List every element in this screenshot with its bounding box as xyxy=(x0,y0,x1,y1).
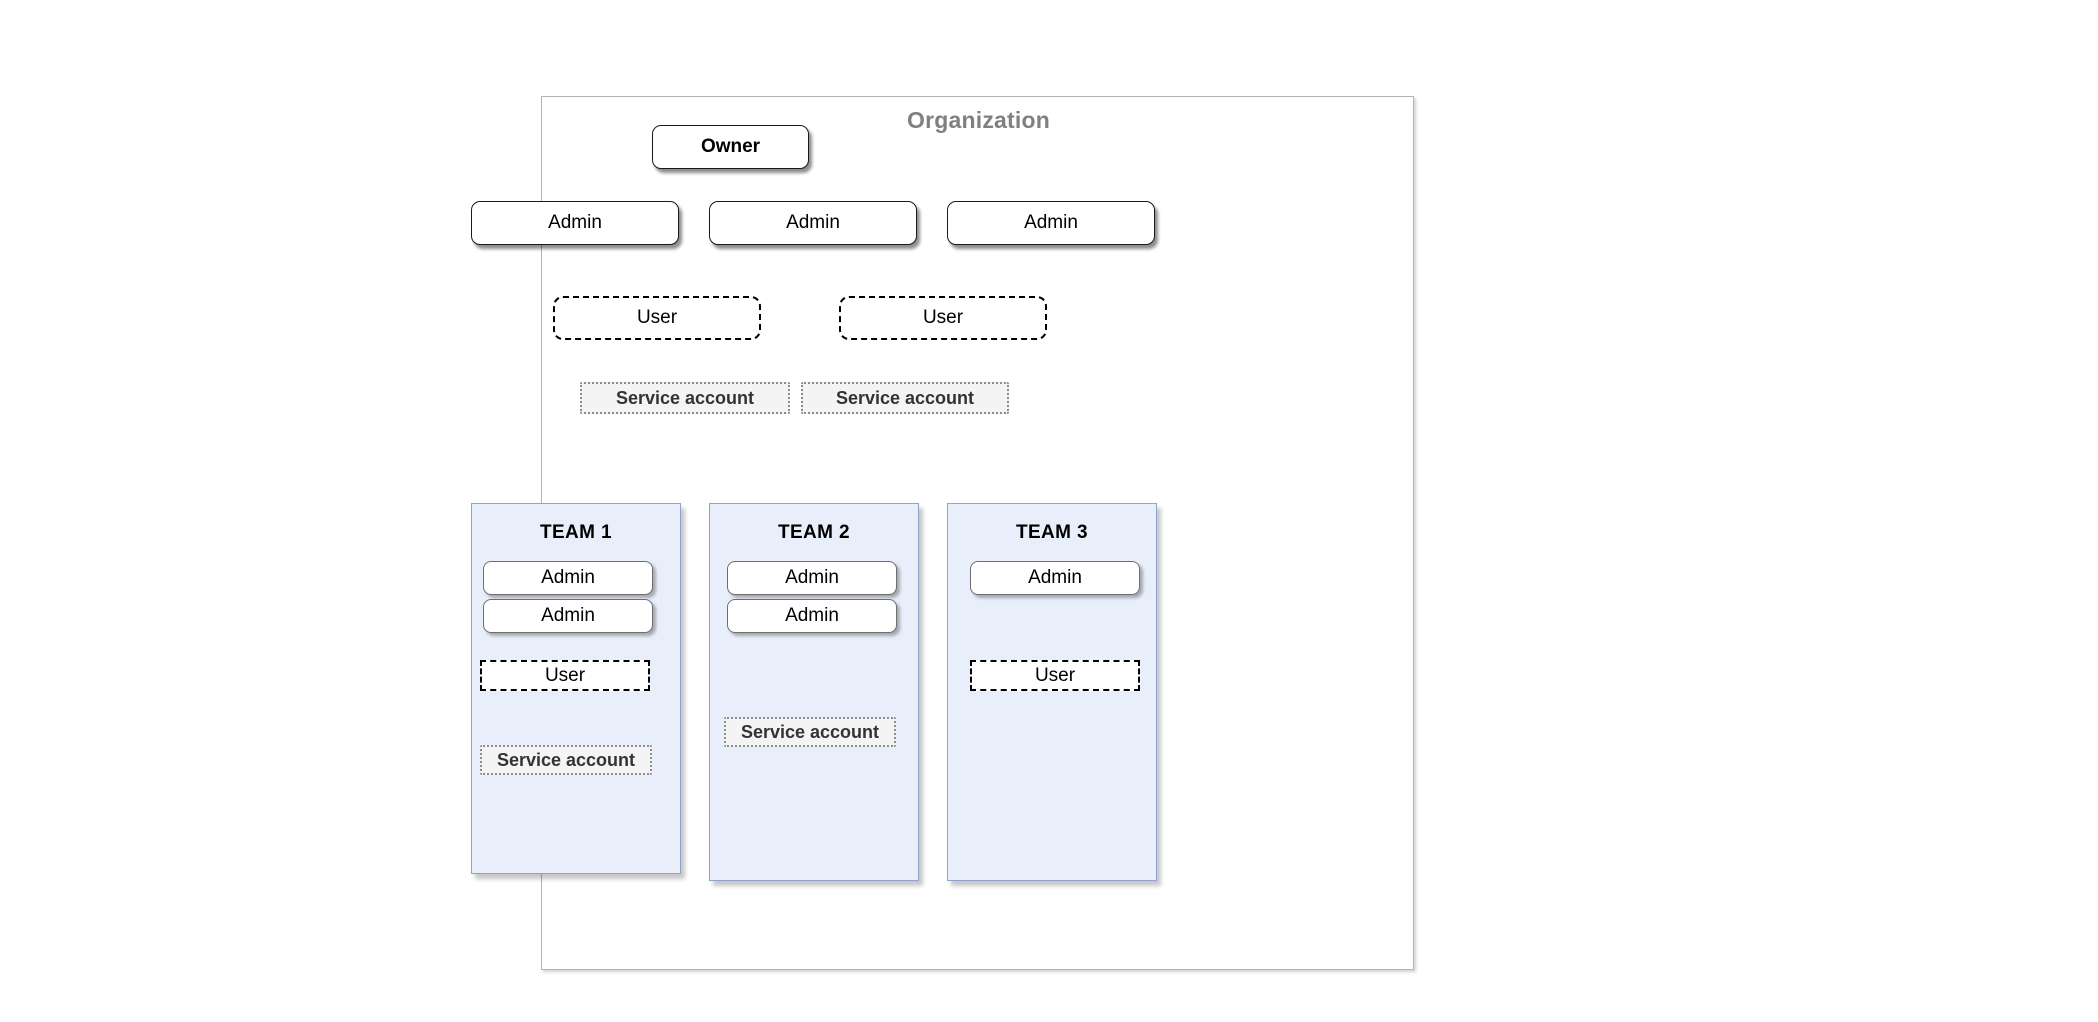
org-user-node-1[interactable]: User xyxy=(553,296,761,340)
team-1-user-node-1[interactable]: User xyxy=(480,660,650,691)
team-3-admin-node-1[interactable]: Admin xyxy=(970,561,1140,595)
team-1-title: TEAM 1 xyxy=(539,522,613,543)
team-1-service-account-node-1[interactable]: Service account xyxy=(480,745,652,775)
team-2-service-account-node-1[interactable]: Service account xyxy=(724,717,896,747)
team-2-admin-node-2[interactable]: Admin xyxy=(727,599,897,633)
org-service-account-node-1[interactable]: Service account xyxy=(580,382,790,414)
org-user-node-2[interactable]: User xyxy=(839,296,1047,340)
team-1-admin-node-2[interactable]: Admin xyxy=(483,599,653,633)
team-panel-3: TEAM 3 Admin User xyxy=(947,503,1157,881)
team-3-title: TEAM 3 xyxy=(1015,522,1089,543)
org-service-account-node-2[interactable]: Service account xyxy=(801,382,1009,414)
org-admin-node-1[interactable]: Admin xyxy=(471,201,679,245)
owner-node[interactable]: Owner xyxy=(652,125,809,169)
organization-container: Organization Owner Admin Admin Admin Use… xyxy=(471,96,1414,970)
org-admin-node-2[interactable]: Admin xyxy=(709,201,917,245)
org-admin-node-3[interactable]: Admin xyxy=(947,201,1155,245)
team-1-admin-node-1[interactable]: Admin xyxy=(483,561,653,595)
team-panel-2: TEAM 2 Admin Admin Service account xyxy=(709,503,919,881)
team-2-title: TEAM 2 xyxy=(777,522,851,543)
team-3-user-node-1[interactable]: User xyxy=(970,660,1140,691)
organization-title: Organization xyxy=(907,107,1050,133)
team-panel-1: TEAM 1 Admin Admin User Service account xyxy=(471,503,681,874)
team-2-admin-node-1[interactable]: Admin xyxy=(727,561,897,595)
